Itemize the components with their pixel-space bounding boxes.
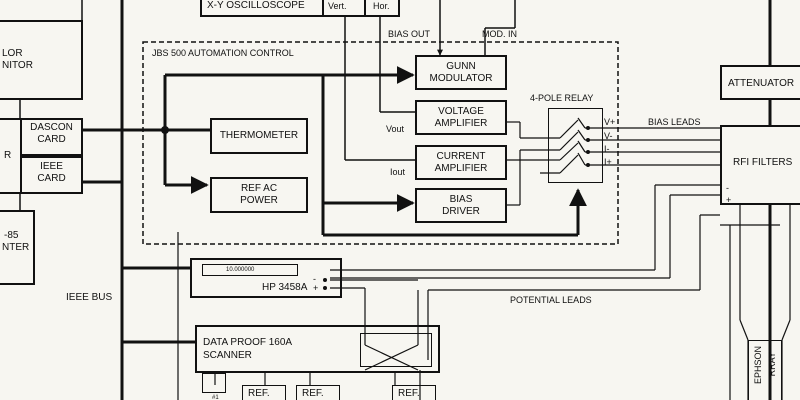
terminal-dots xyxy=(323,126,590,290)
hash-label: #1 xyxy=(212,395,219,400)
refac-line2: POWER xyxy=(240,195,278,206)
current-amplifier-box: CURRENT AMPLIFIER xyxy=(415,145,507,180)
ref2-label: REF. xyxy=(302,388,324,399)
v-minus-label: V- xyxy=(604,131,613,141)
relay-label: 4-POLE RELAY xyxy=(530,93,594,103)
dascon-card-box xyxy=(20,118,83,156)
rfi-plus-label: + xyxy=(726,195,732,205)
relay-box xyxy=(548,108,603,183)
oscilloscope-label: X-Y OSCILLOSCOPE xyxy=(207,0,305,11)
hp-display xyxy=(202,264,298,276)
printer-line1: -85 xyxy=(4,230,19,241)
i-minus-label: I- xyxy=(604,144,610,154)
attenuator-box xyxy=(720,65,800,100)
mod-in-label: MOD. IN xyxy=(482,29,517,39)
monitor-line1: LOR xyxy=(2,48,23,59)
bias-driver-box: BIAS DRIVER xyxy=(415,188,507,223)
rfi-filters-label: RFI FILTERS xyxy=(733,157,793,168)
potential-leads-label: POTENTIAL LEADS xyxy=(510,295,592,305)
automation-boundary xyxy=(142,41,619,245)
gunn-line1: GUNN xyxy=(446,60,476,72)
scanner-box xyxy=(195,325,440,373)
dascon-card-label: DASCON CARD xyxy=(30,122,73,145)
bias-out-label: BIAS OUT xyxy=(388,29,431,39)
vert-label: Vert. xyxy=(328,1,347,11)
rfi-minus-label: - xyxy=(726,183,729,193)
ref-ac-power-box: REF AC POWER xyxy=(210,177,308,213)
voltage-line1: VOLTAGE xyxy=(438,105,484,117)
ref-cell-3 xyxy=(392,385,436,400)
bias-leads-label: BIAS LEADS xyxy=(648,117,701,127)
vout-label: Vout xyxy=(386,124,405,134)
voltage-amplifier-box: VOLTAGE AMPLIFIER xyxy=(415,100,507,135)
gunn-line2: MODULATOR xyxy=(429,72,493,84)
scanner-line1: DATA PROOF 160A xyxy=(203,337,293,348)
ref1-label: REF. xyxy=(248,388,270,399)
array-label: RRAY xyxy=(767,352,777,377)
scanner-line2: SCANNER xyxy=(203,350,252,361)
ref-cell-1 xyxy=(242,385,286,400)
ref-cell-hash xyxy=(202,373,226,393)
ieee-card-box xyxy=(20,156,83,194)
hp-minus-label: - xyxy=(313,274,316,284)
hor-label: Hor. xyxy=(373,1,390,11)
monitor-box xyxy=(0,20,83,100)
attenuator-label: ATTENUATOR xyxy=(728,78,795,89)
josephson-array-box xyxy=(748,340,782,400)
rfi-filters-box xyxy=(720,125,800,205)
hp-plus-label: + xyxy=(313,283,319,293)
bias-line1: BIAS xyxy=(449,193,473,205)
refac-line1: REF AC xyxy=(240,183,278,194)
automation-title: JBS 500 AUTOMATION CONTROL xyxy=(152,48,294,58)
i-plus-label: I+ xyxy=(604,157,612,167)
bus-lines xyxy=(82,0,772,400)
ieee-card-label: IEEE CARD xyxy=(37,161,66,184)
current-line1: CURRENT xyxy=(436,150,486,162)
hor-input-box xyxy=(364,0,400,17)
v-plus-label: V+ xyxy=(604,117,616,127)
printer-box xyxy=(0,210,35,285)
hp-display-value: 10.000000 xyxy=(226,267,255,273)
josephson-label: EPHSON xyxy=(753,346,763,385)
thermometer-box: THERMOMETER xyxy=(210,118,308,154)
ref-cell-2 xyxy=(296,385,340,400)
thermometer-label: THERMOMETER xyxy=(219,130,299,141)
pc-partial-label: R xyxy=(4,150,12,161)
hp3458a-box xyxy=(190,258,342,298)
hp-name-label: HP 3458A xyxy=(262,282,308,293)
monitor-line2: NITOR xyxy=(2,60,33,71)
junction-dot xyxy=(161,126,169,134)
ref3-label: REF. xyxy=(398,388,420,399)
scanner-crossover-box xyxy=(360,333,432,367)
ieee-bus-label: IEEE BUS xyxy=(66,292,113,303)
voltage-line2: AMPLIFIER xyxy=(434,117,488,129)
iout-label: Iout xyxy=(390,167,406,177)
printer-line2: NTER xyxy=(2,242,30,253)
relay-wiring xyxy=(177,117,791,400)
current-line2: AMPLIFIER xyxy=(434,162,488,174)
bias-line2: DRIVER xyxy=(442,205,480,217)
gunn-modulator-box: GUNN MODULATOR xyxy=(415,55,507,90)
